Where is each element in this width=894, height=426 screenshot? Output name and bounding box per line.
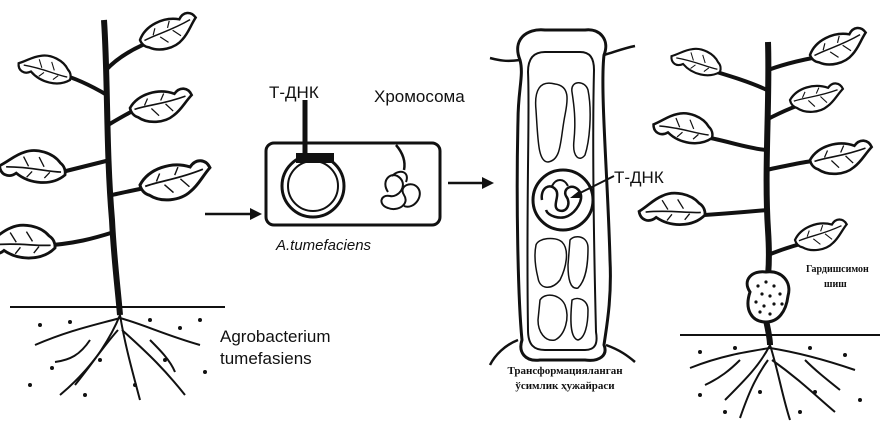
t-dna-label-plasmid: Т-ДНК [269, 83, 319, 102]
t-dna-segment [296, 100, 334, 163]
plant-cell-nucleus [533, 170, 593, 230]
chromosome-label: Хромосома [374, 87, 465, 106]
gall-label-line2: шиш [824, 279, 847, 290]
healthy-plant-illustration [0, 9, 225, 400]
arrow-to-bacterium [205, 208, 262, 220]
gall-label-line1: Гардишсимон [806, 264, 869, 275]
transformed-cell-label-line1: Трансформацияланган [507, 365, 623, 377]
arrow-to-plant-cell [448, 177, 494, 189]
t-dna-label-cell: Т-ДНК [614, 168, 664, 187]
bacterium-name-label: A.tumefaciens [275, 237, 372, 254]
bacterium-cell: Т-ДНК Хромосома A.tumefaciens [266, 83, 465, 254]
transformed-cell-label-line2: ўсимлик ҳужайраси [515, 380, 615, 392]
crown-gall-plant-illustration: Гардишсимон шиш [638, 24, 880, 420]
agrobacterium-label-line1: Agrobacterium [220, 327, 331, 346]
crown-gall-tumor [747, 272, 789, 322]
agrobacterium-label-line2: tumefasiens [220, 349, 312, 368]
